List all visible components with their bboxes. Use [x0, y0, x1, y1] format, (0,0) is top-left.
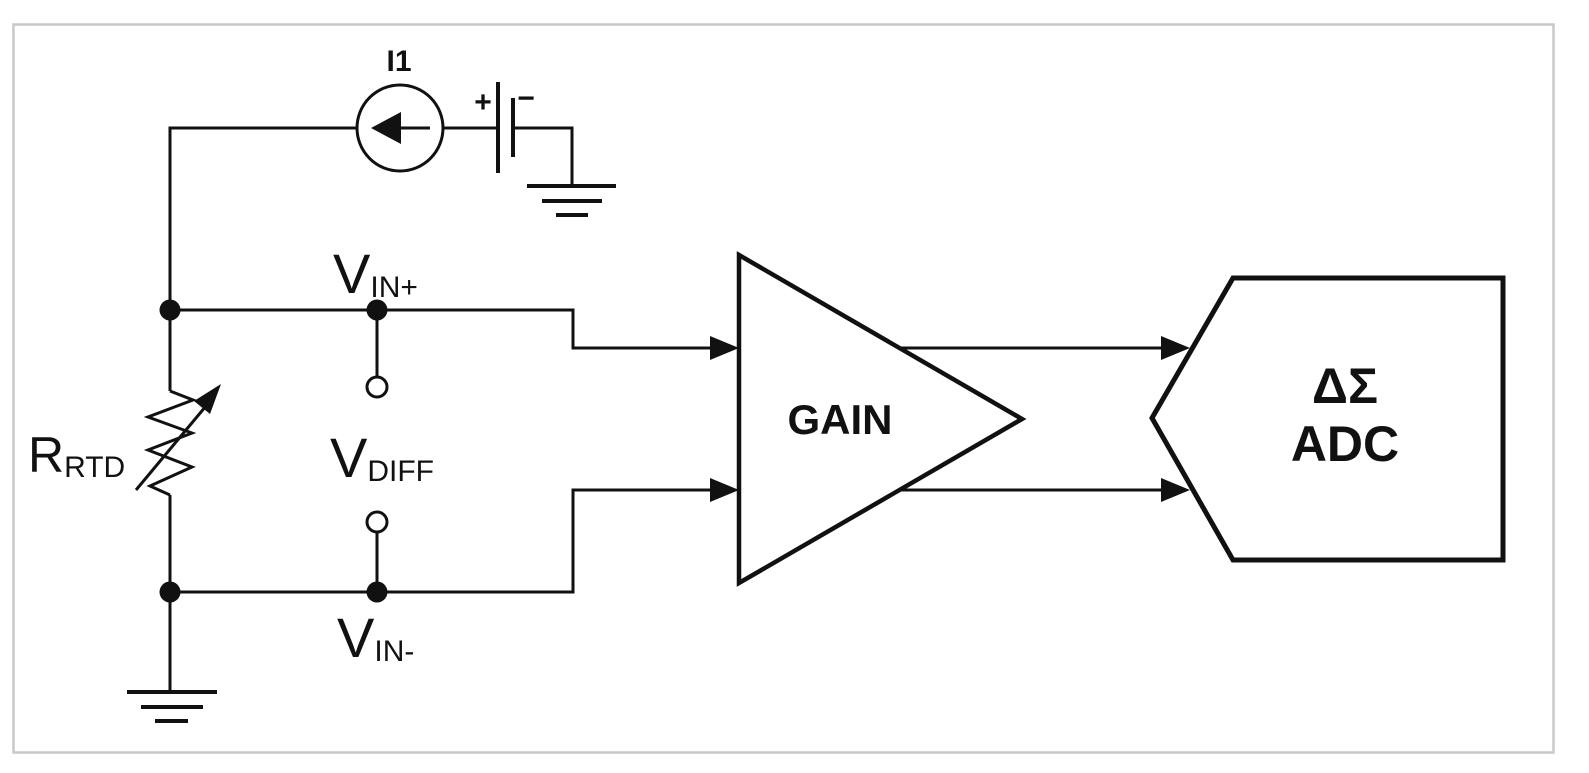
adc-label-line1: ΔΣ — [1312, 358, 1378, 414]
ground-icon-right — [527, 184, 616, 217]
ground-icon-bottom — [127, 690, 217, 723]
node-dot — [159, 299, 181, 321]
resistor-zigzag-icon — [143, 389, 198, 497]
gain-label: GAIN — [788, 396, 893, 443]
arrow-head-icon — [710, 478, 739, 502]
gain-amp-triangle — [736, 251, 1027, 587]
resistor-arrow-head-icon — [194, 384, 221, 414]
vdiff-label: VDIFF — [330, 426, 434, 489]
node-dot — [366, 581, 388, 603]
node-dot — [366, 299, 388, 321]
current-source-arrow-head-icon — [371, 112, 401, 144]
arrow-head-icon — [710, 336, 739, 360]
node-dot — [159, 581, 181, 603]
test-point-circle-top — [365, 375, 389, 399]
adc-label-line2: ADC — [1291, 416, 1399, 472]
test-point-circle-bottom — [365, 510, 389, 534]
resistor-label: RRTD — [28, 427, 125, 484]
resistor-arrow-shaft — [134, 405, 208, 491]
battery-plus-label: + — [474, 86, 492, 119]
current-source-label: I1 — [386, 45, 411, 78]
arrow-head-icon — [1161, 336, 1190, 360]
vin-minus-label: VIN- — [337, 606, 414, 669]
adc-pentagon — [1149, 275, 1506, 563]
battery-minus-label: − — [517, 82, 535, 115]
arrow-head-icon — [1161, 478, 1190, 502]
vin-plus-label: VIN+ — [333, 242, 418, 305]
wire-battery-to-ground — [514, 126, 574, 186]
